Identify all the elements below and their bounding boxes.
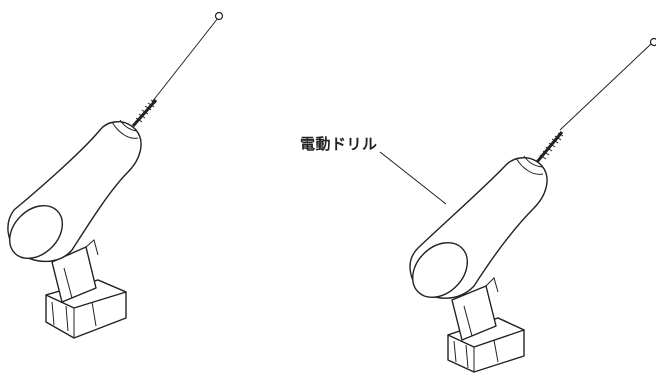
drill-body-left (7, 119, 142, 263)
callout-label-electric-drill: 電動ドリル (300, 135, 378, 153)
handle-left (51, 239, 99, 303)
drill-body-right (409, 155, 548, 299)
guide-line-left (151, 17, 219, 103)
target-point-left (214, 11, 224, 21)
screw-bit-right (535, 131, 564, 163)
drill-right (409, 37, 656, 373)
handle-right (451, 277, 499, 341)
drill-left (7, 11, 224, 339)
callout-leader-line (379, 151, 447, 205)
target-point-right (649, 37, 656, 47)
guide-line-right (559, 43, 652, 131)
screw-bit-left (131, 99, 158, 127)
